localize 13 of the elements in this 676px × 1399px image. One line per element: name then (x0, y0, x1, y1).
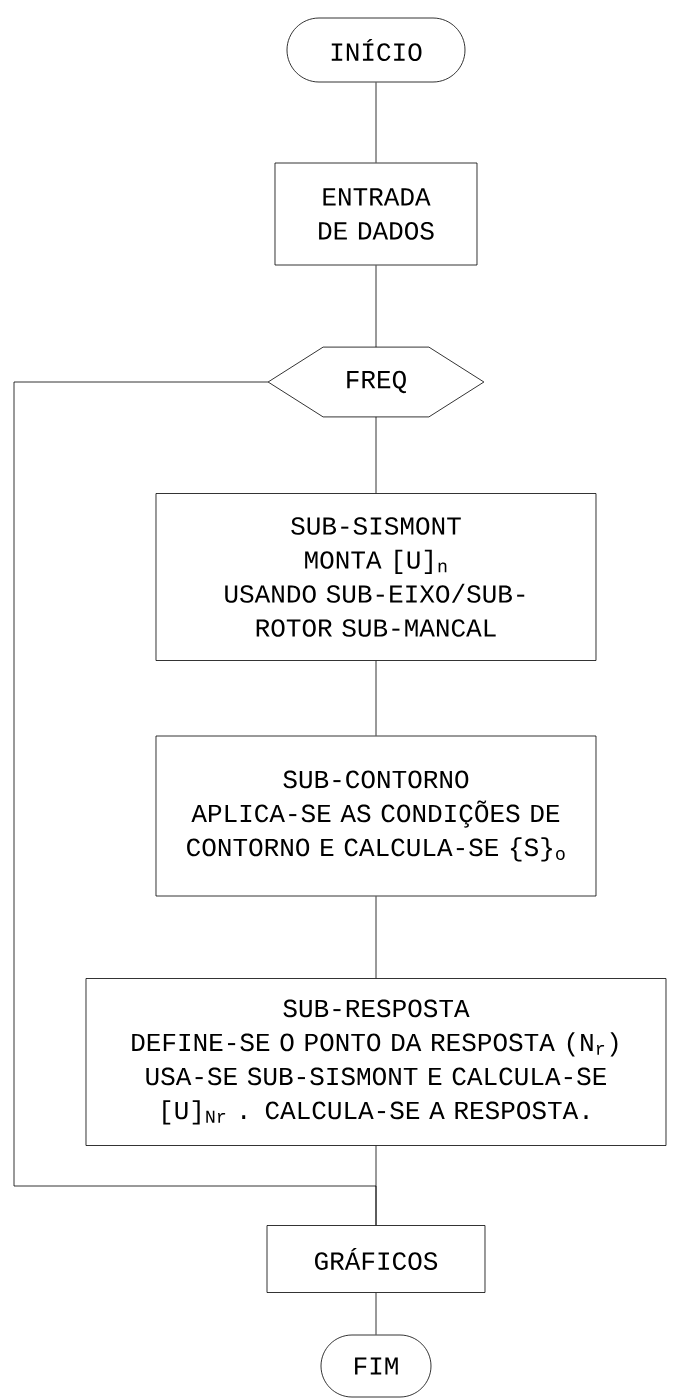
process-box: ENTRADA DE DADOS (274, 162, 478, 266)
process-box: SUB-RESPOSTA DEFINE-SE O PONTO DA RESPOSTA (N$_{r}$) USA-SE SUB-SISMONT E CALCULA-SE [U]$_{Nr}$ . CALCULA-SE A RESPOSTA. (85, 978, 667, 1146)
process-box: SUB-CONTORNO APLICA-SE AS CONDIÇÕES DE CONTORNO E CALCULA-SE {S}$_{o}$ (155, 735, 597, 897)
process-box: SUB-SISMONT MONTA [U]$_{n}$ USANDO SUB-EIXO/SUB-ROTOR SUB-MANCAL (155, 493, 597, 661)
loop-hexagon: FREQ (267, 346, 485, 418)
connector-line (375, 416, 377, 494)
connector-line (375, 1292, 377, 1335)
process-box: GRÁFICOS (266, 1225, 486, 1293)
connector-line (375, 82, 377, 163)
connector-line (375, 265, 377, 348)
connector-line (13, 381, 377, 1226)
connector-line (375, 896, 377, 979)
connector-line (375, 660, 377, 736)
